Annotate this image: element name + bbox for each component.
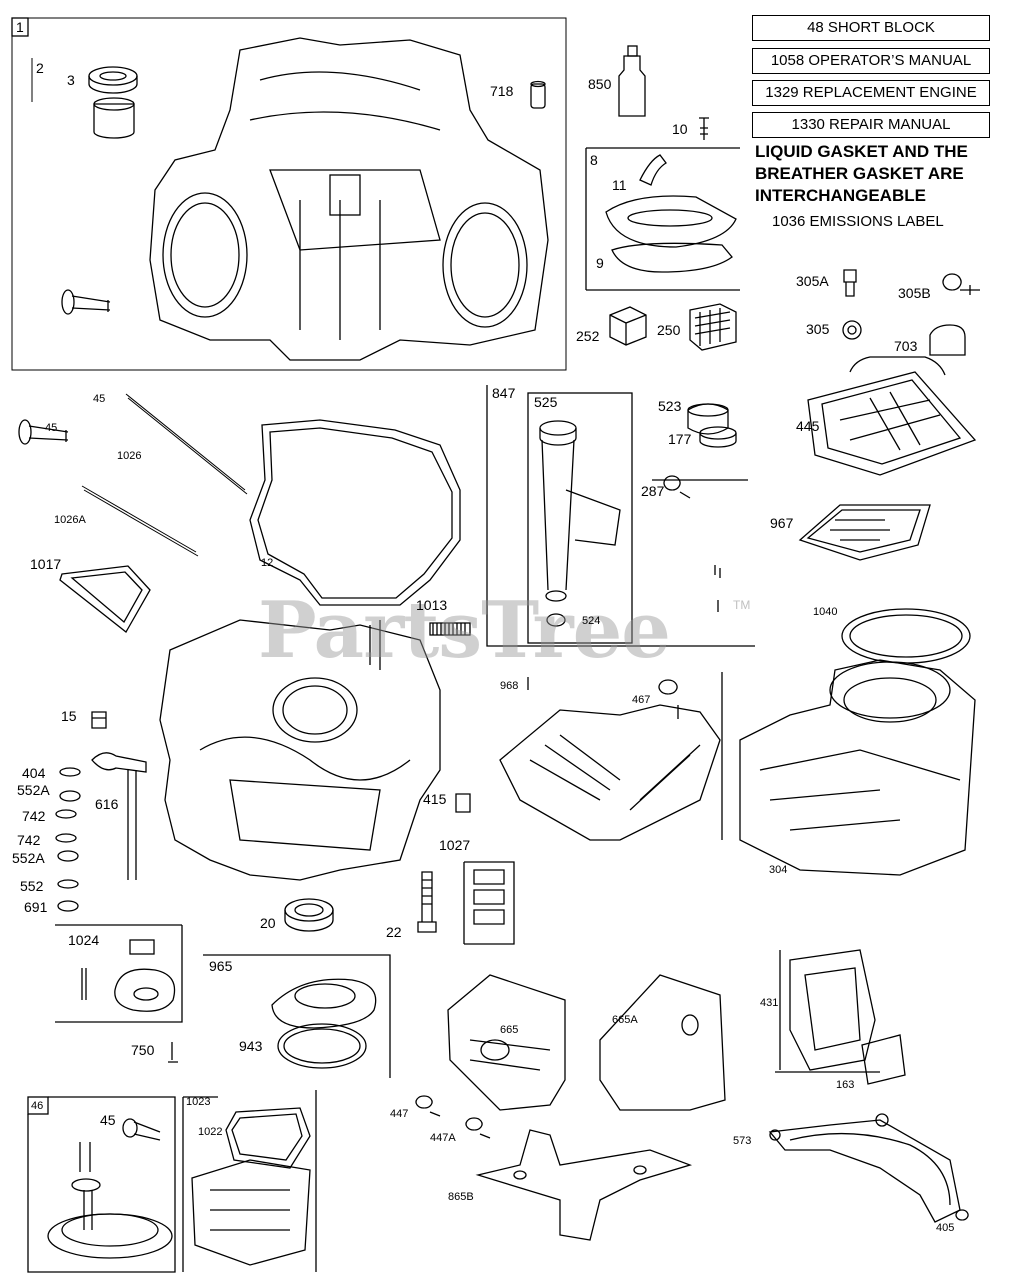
part-label-447: 447 [390, 1108, 409, 1120]
part-label-11: 11 [612, 177, 627, 193]
part-label-445: 445 [796, 418, 820, 434]
part-label-447A: 447A [430, 1132, 456, 1144]
note-line-2: BREATHER GASKET ARE [755, 164, 964, 183]
frame-label-1 [11, 17, 29, 37]
part-label-431: 431 [760, 997, 779, 1009]
header-box-1330: 1330 REPAIR MANUAL [752, 112, 990, 138]
part-label-405: 405 [936, 1222, 955, 1234]
crankcase-outline [159, 619, 441, 881]
part-label-552A-lower: 552A [12, 850, 45, 866]
frame-short-block [11, 17, 567, 371]
part-label-163: 163 [836, 1079, 855, 1091]
note-line-3: INTERCHANGEABLE [755, 186, 926, 205]
part-label-12: 12 [261, 557, 274, 569]
part-label-3: 3 [67, 72, 75, 88]
part-label-552: 552 [20, 878, 44, 894]
frame-1023 [182, 1096, 218, 1272]
part-label-523: 523 [658, 398, 682, 414]
part-label-616: 616 [95, 796, 119, 812]
part-label-2: 2 [36, 60, 44, 76]
part-label-45-exhaust: 45 [45, 422, 58, 434]
part-label-1024: 1024 [68, 932, 100, 948]
part-label-252: 252 [576, 328, 600, 344]
part-label-9: 9 [596, 255, 604, 271]
part-label-965: 965 [209, 958, 233, 974]
part-label-742-lower: 742 [17, 832, 41, 848]
part-label-45-intake: 45 [93, 393, 106, 405]
blower-housing-outline [739, 659, 976, 876]
part-label-1023: 1023 [186, 1096, 211, 1108]
part-label-404: 404 [22, 765, 46, 781]
part-label-967: 967 [770, 515, 794, 531]
part-label-287: 287 [641, 483, 665, 499]
part-label-943: 943 [239, 1038, 263, 1054]
cylinder-block-outline [149, 37, 549, 361]
part-label-865B: 865B [448, 1191, 474, 1203]
part-label-1040: 1040 [813, 606, 838, 618]
part-label-250: 250 [657, 322, 681, 338]
frame-847 [486, 385, 755, 647]
part-label-847: 847 [492, 385, 516, 401]
part-label-15: 15 [61, 708, 77, 724]
note-line-1: LIQUID GASKET AND THE [755, 142, 968, 161]
gasket-12 [249, 419, 461, 606]
part-label-718: 718 [490, 83, 514, 99]
part-label-525: 525 [534, 394, 558, 410]
part-label-22: 22 [386, 924, 402, 940]
part-label-1022: 1022 [198, 1126, 223, 1138]
part-label-742-upper: 742 [22, 808, 46, 824]
part-label-703: 703 [894, 338, 918, 354]
part-label-1026: 1026 [117, 450, 142, 462]
part-label-1026A: 1026A [54, 514, 86, 526]
part-label-750: 750 [131, 1042, 155, 1058]
header-box-48: 48 SHORT BLOCK [752, 15, 990, 41]
part-label-968: 968 [500, 680, 519, 692]
part-label-524: 524 [582, 615, 601, 627]
part-label-573: 573 [733, 1135, 752, 1147]
header-box-1058: 1058 OPERATOR’S MANUAL [752, 48, 990, 74]
part-label-304: 304 [769, 864, 788, 876]
part-label-305: 305 [806, 321, 830, 337]
part-label-8: 8 [590, 152, 598, 168]
part-label-1: 1 [16, 19, 24, 35]
part-label-850: 850 [588, 76, 612, 92]
part-label-10: 10 [672, 121, 688, 137]
part-label-20: 20 [260, 915, 276, 931]
part-label-45-cam: 45 [100, 1112, 116, 1128]
frame-46 [27, 1096, 49, 1115]
header-box-1329: 1329 REPLACEMENT ENGINE [752, 80, 990, 106]
part-label-177: 177 [668, 431, 692, 447]
part-label-1017: 1017 [30, 556, 62, 572]
part-label-415: 415 [423, 791, 447, 807]
part-label-1027: 1027 [439, 837, 471, 853]
frame-525 [527, 392, 633, 644]
part-label-691: 691 [24, 899, 48, 915]
frame-965 [203, 954, 391, 1078]
watermark: PartsTree [258, 585, 671, 676]
part-label-305A: 305A [796, 273, 829, 289]
part-label-46: 46 [31, 1100, 44, 1112]
part-label-1013: 1013 [416, 597, 448, 613]
part-label-665A: 665A [612, 1014, 638, 1026]
part-label-552A-upper: 552A [17, 782, 50, 798]
emissions-label-note: 1036 EMISSIONS LABEL [772, 213, 944, 230]
part-label-305B: 305B [898, 285, 931, 301]
part-label-467: 467 [632, 694, 651, 706]
part-label-665: 665 [500, 1024, 519, 1036]
watermark-trademark: TM [733, 598, 751, 612]
